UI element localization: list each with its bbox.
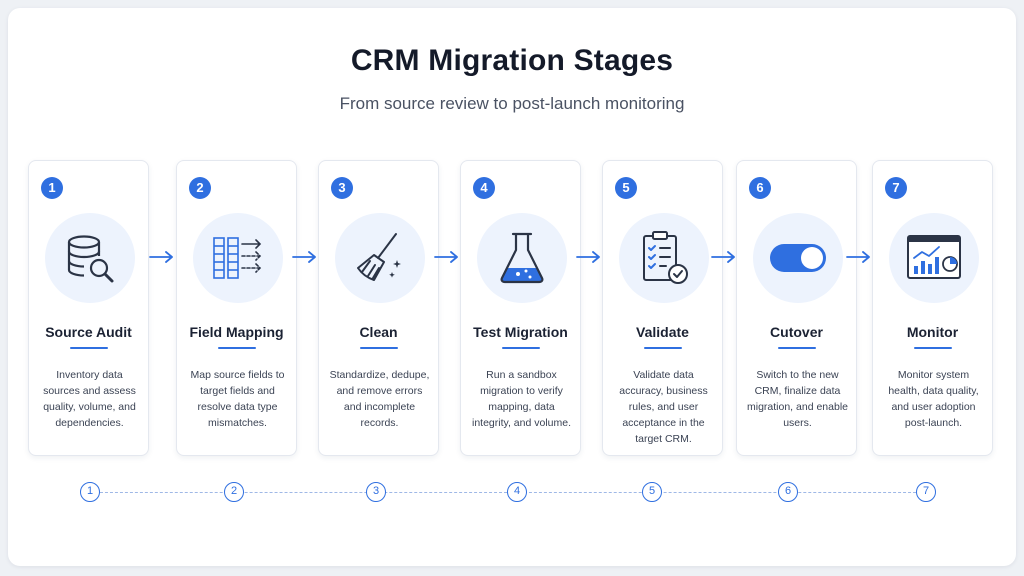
page-subtitle: From source review to post-launch monito… xyxy=(339,94,685,113)
database-search-icon xyxy=(67,235,114,283)
stage-title: Validate xyxy=(636,324,689,340)
stage-title: Field Mapping xyxy=(189,324,284,340)
stage-card-source-audit: 1 Source Audit Inventory data sources an… xyxy=(28,160,149,456)
stage-card-clean: 3 Clean Standardize, dedupe, and remove … xyxy=(318,160,439,456)
stage-description: Validate data accuracy, business rules, … xyxy=(619,369,708,445)
arrow-right-icon xyxy=(576,251,600,263)
arrow-right-icon xyxy=(434,251,458,263)
stage-description: Switch to the new CRM, finalize data mig… xyxy=(747,369,848,429)
stage-card-cutover: 6 Cutover Switch to the new CRM, finaliz… xyxy=(736,160,857,456)
checklist-icon xyxy=(643,231,688,284)
title-underline xyxy=(69,347,108,349)
title-underline xyxy=(501,347,540,349)
arrow-right-icon xyxy=(711,251,735,263)
stage-card-test-migration: 4 Test Migration Run a sandbox migration… xyxy=(460,160,581,456)
stage-title: Test Migration xyxy=(473,324,568,340)
stage-title: Source Audit xyxy=(45,324,132,340)
stage-description: Map source fields to target fields and r… xyxy=(190,369,285,429)
toggle-switch-icon xyxy=(770,244,826,272)
timeline-node: 2 xyxy=(224,482,244,502)
stage-description: Inventory data sources and assess qualit… xyxy=(43,369,136,429)
stage-card-field-mapping: 2 Field Mapping Map source fields to tar… xyxy=(176,160,297,456)
arrow-right-icon xyxy=(292,251,316,263)
title-underline xyxy=(777,347,816,349)
stage-description: Standardize, dedupe, and remove errors a… xyxy=(329,369,430,429)
arrow-right-icon xyxy=(149,251,173,263)
title-underline xyxy=(913,347,952,349)
title-underline xyxy=(643,347,682,349)
timeline-node: 7 xyxy=(916,482,936,502)
stage-description: Run a sandbox migration to verify mappin… xyxy=(471,369,572,429)
title-underline xyxy=(359,347,398,349)
field-mapping-icon xyxy=(213,237,262,279)
stage-card-monitor: 7 Monitor Monitor system health, data qu… xyxy=(872,160,993,456)
flask-icon xyxy=(500,232,544,284)
page-title: CRM Migration Stages xyxy=(350,44,674,77)
stage-number-badge: 5 xyxy=(615,177,637,199)
timeline-node: 4 xyxy=(507,482,527,502)
broom-icon xyxy=(357,233,401,281)
stage-number-badge: 1 xyxy=(41,177,63,199)
stage-title: Cutover xyxy=(770,324,823,340)
stage-number-badge: 2 xyxy=(189,177,211,199)
timeline-node: 3 xyxy=(366,482,386,502)
title-underline xyxy=(217,347,256,349)
stage-number-badge: 3 xyxy=(331,177,353,199)
timeline-node: 6 xyxy=(778,482,798,502)
arrow-right-icon xyxy=(846,251,870,263)
dashboard-chart-icon xyxy=(907,235,961,279)
stage-number-badge: 4 xyxy=(473,177,495,199)
stage-card-validate: 5 Validate Validate data accuracy, busin… xyxy=(602,160,723,456)
stage-number-badge: 7 xyxy=(885,177,907,199)
timeline-node: 5 xyxy=(642,482,662,502)
stage-description: Monitor system health, data quality, and… xyxy=(888,369,979,429)
stage-title: Monitor xyxy=(906,324,959,340)
stage-title: Clean xyxy=(359,324,398,340)
stage-number-badge: 6 xyxy=(749,177,771,199)
timeline-node: 1 xyxy=(80,482,100,502)
